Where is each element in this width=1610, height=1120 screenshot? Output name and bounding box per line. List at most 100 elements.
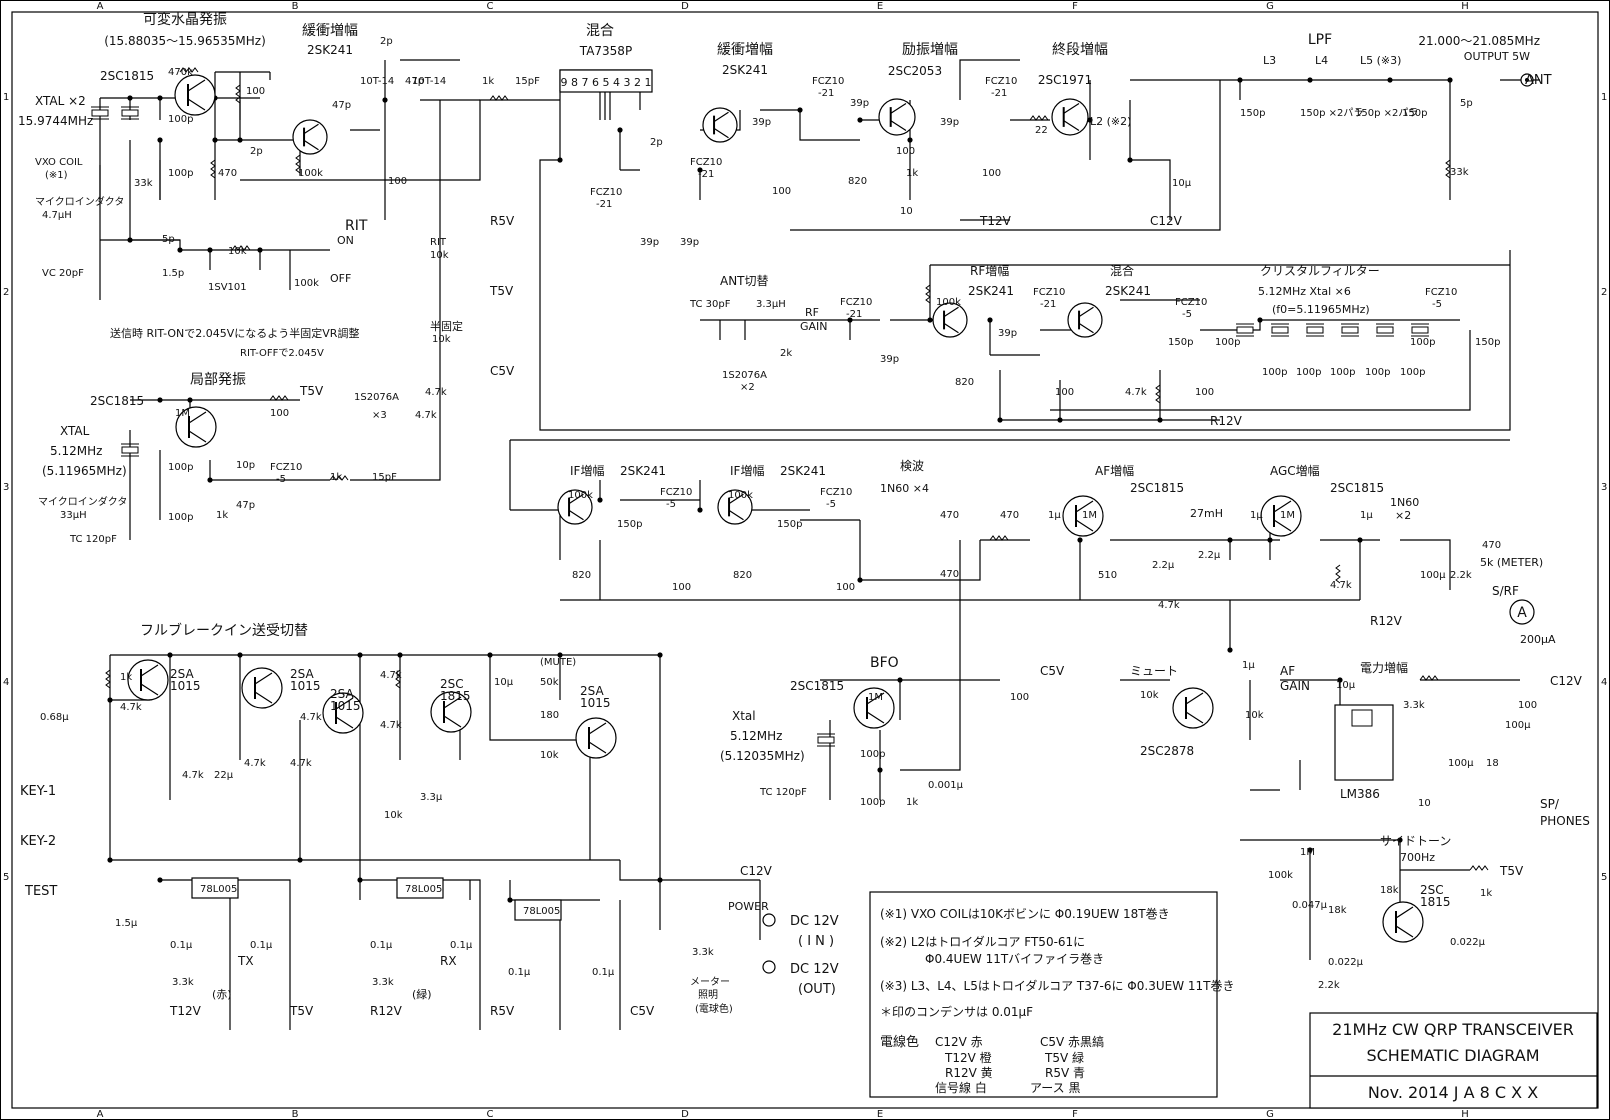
- junction-dot: [507, 897, 513, 903]
- val-100p-g: 100p: [860, 797, 885, 808]
- val-100-e: 100: [982, 168, 1001, 179]
- val-01u-b: 0.1μ: [250, 940, 273, 951]
- junction-dot: [557, 652, 563, 658]
- junction-dot: [657, 652, 663, 658]
- val-3u3: 3.3μ: [420, 792, 443, 803]
- wire-t12v: T12V 橙: [944, 1050, 992, 1065]
- rail-t12v-1: T12V: [979, 214, 1012, 228]
- q-bk3-symbol-emitter: [335, 716, 354, 729]
- val-47p-c: 47p: [236, 500, 255, 511]
- q-af-symbol-emitter: [1075, 519, 1094, 532]
- labels: 可変水晶発振 (15.88035～15.96535MHz) 緩衝増幅 2SK24…: [18, 11, 1590, 1102]
- rail-c12v-3: C12V: [740, 864, 773, 878]
- q-bk2-symbol-emitter: [254, 691, 273, 704]
- val-100-j: 100: [836, 582, 855, 593]
- junction-dot: [357, 877, 363, 883]
- val-1u5: 1.5μ: [115, 918, 138, 929]
- block-if2: IF増幅: [730, 463, 764, 478]
- reg-tx-box: [191, 877, 239, 899]
- fcz-xf-out-b: -5: [1432, 299, 1442, 310]
- part-ic-mix1: TA7358P: [579, 44, 632, 58]
- val-01u-a: 0.1μ: [170, 940, 193, 951]
- xtal-xf-2: [1271, 326, 1289, 334]
- q-drv-symbol-collector: [890, 102, 907, 114]
- note-3: (※3) L3、L4、L5はトロイダルコア T37-6に Φ0.3UEW 11T…: [880, 978, 1234, 993]
- q-bfo-symbol-collector: [866, 692, 885, 705]
- rail-c5v-3: C5V: [630, 1004, 655, 1018]
- val-2p-a: 2p: [250, 146, 263, 157]
- ant-sw-diode-x2: ×2: [740, 382, 755, 393]
- val-0047u: 0.047μ: [1292, 900, 1328, 911]
- r-100-vxo: [235, 84, 241, 104]
- l2-label: L2 (※2): [1090, 115, 1131, 128]
- output-power: OUTPUT 5W: [1464, 50, 1530, 63]
- val-10k-d: 10k: [1140, 690, 1159, 701]
- reg-c5v-label: 78L005: [523, 906, 560, 917]
- val-4k7-h: 4.7k: [244, 758, 266, 769]
- ant-connector-pin: [1525, 78, 1529, 82]
- val-1k-d: 1k: [330, 472, 342, 483]
- q-bk3-symbol: [322, 692, 364, 734]
- r-100-lo: [269, 395, 289, 401]
- dc-in-jack: [762, 913, 776, 927]
- r-1k-st: [1469, 865, 1489, 871]
- fcz-xf-out: FCZ10: [1425, 287, 1457, 298]
- val-semi-10k: 10k: [432, 334, 451, 345]
- junction-dot: [487, 652, 493, 658]
- meter-symbol: [1509, 599, 1535, 625]
- val-39p-d: 39p: [850, 98, 869, 109]
- val-18k-b: 18k: [1328, 905, 1347, 916]
- junction-dot: [237, 652, 243, 658]
- val-rit-pot: RIT: [430, 237, 447, 248]
- val-10u-a: 10μ: [1172, 178, 1192, 189]
- xtal-xf-4: [1341, 326, 1359, 334]
- junction-dot: [297, 857, 303, 863]
- rail-r5v-1: R5V: [490, 214, 515, 228]
- dc-out-label-2: (OUT): [798, 982, 836, 997]
- junction-dot: [1307, 77, 1313, 83]
- wire-r12v: R12V 黄: [945, 1066, 993, 1080]
- junction-dot: [1157, 417, 1163, 423]
- val-100p-xf6: 100p: [1410, 337, 1435, 348]
- srf-value: 200μA: [1520, 633, 1556, 646]
- val-18k-a: 18k: [1380, 885, 1399, 896]
- val-2p-b: 2p: [380, 36, 393, 47]
- rx-led-color: (緑): [412, 987, 432, 1001]
- wire-r5v: R5V 青: [1045, 1066, 1085, 1080]
- junction-dot: [617, 127, 623, 133]
- q-af-symbol: [1062, 495, 1104, 537]
- q-mute-symbol-collector: [1185, 692, 1204, 705]
- q-sidetone-symbol-collector: [1395, 906, 1414, 919]
- val-820-a: 820: [848, 176, 867, 187]
- fcz-if2-b: -5: [826, 499, 836, 510]
- grid-col-top-C: C: [487, 1, 494, 12]
- junction-dot: [557, 157, 563, 163]
- rit-off: OFF: [330, 272, 351, 285]
- val-100p-e: 100p: [168, 512, 193, 523]
- block-lpf: LPF: [1308, 32, 1332, 48]
- junction-dot: [1237, 77, 1243, 83]
- junction-dot: [1447, 77, 1453, 83]
- val-1m-d: 1M: [868, 692, 883, 703]
- grid-col-top-H: H: [1461, 1, 1469, 12]
- q-pa-symbol-emitter: [1063, 120, 1080, 132]
- q-buf1-symbol-collector: [303, 123, 319, 135]
- tx-led-color: (赤): [212, 988, 232, 1001]
- wire-c12v: C12V 赤: [935, 1035, 983, 1049]
- val-10-a: 10: [900, 206, 913, 217]
- grid-row-right-5: 5: [1601, 872, 1607, 883]
- r-4k7-bk: [395, 669, 401, 689]
- rit-adj-note-2: RIT-OFFで2.045V: [240, 348, 324, 359]
- part-q-buf1: 2SK241: [307, 43, 353, 57]
- block-sidetone: サイドトーン: [1380, 834, 1451, 848]
- part-q-drv: 2SC2053: [888, 64, 942, 78]
- val-4k7-d: 4.7k: [1158, 600, 1180, 611]
- fcz-rf-out-b: -21: [1040, 299, 1056, 310]
- junction-dot: [697, 507, 703, 513]
- fcz-mix-b: FCZ10: [690, 157, 722, 168]
- wiring: [99, 59, 1540, 1030]
- part-q-rf: 2SK241: [968, 284, 1014, 298]
- q-vxo-symbol: [174, 74, 216, 116]
- val-150p-h: 150p: [777, 519, 802, 530]
- val-10k-e: 10k: [1245, 710, 1264, 721]
